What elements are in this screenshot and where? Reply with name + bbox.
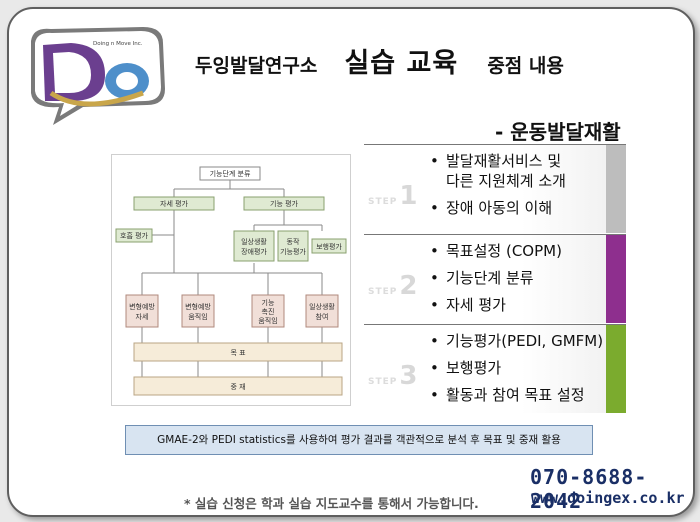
title-main: 실습 교육 (344, 48, 459, 79)
section-subtitle: - 운동발달재활 (495, 120, 621, 144)
step-3-color-bar (606, 325, 626, 413)
diagram-b2-1: 변형예방 (185, 302, 211, 311)
step-1-item-2: 장애 아동의 이해 (430, 198, 566, 218)
diagram-breath: 호흡 평가 (120, 231, 149, 240)
diagram-b4-1: 일상생활 (309, 302, 335, 311)
step-3-number: STEP3 (368, 361, 419, 391)
diagram-goal: 목 표 (230, 349, 246, 357)
phone-number[interactable]: 070-8688-2042 (530, 465, 648, 513)
summary-box: GMAE-2와 PEDI statistics를 사용하여 평가 결과를 객관적… (125, 425, 593, 455)
step-1-color-bar (606, 145, 626, 233)
logo-small-text: Doing n Move Inc. (93, 41, 143, 47)
title-suffix: 중점 내용 (487, 55, 564, 77)
diagram-b3-2: 촉진 (262, 307, 275, 316)
diagram-b3-3: 움직임 (258, 316, 277, 325)
diagram-gait: 보행평가 (316, 242, 342, 251)
diagram-motion-2: 기능평가 (280, 247, 306, 256)
slide-frame: Doing n Move Inc. 두잉발달연구소 실습 교육 중점 내용 - … (7, 7, 695, 517)
steps-panel: STEP1 발달재활서비스 및 다른 지원체계 소개 장애 아동의 이해 STE… (364, 144, 626, 414)
diagram-motion-1: 동작 (287, 237, 300, 246)
company-logo: Doing n Move Inc. (23, 23, 173, 129)
diagram-root: 기능단계 분류 (210, 169, 251, 178)
website-link[interactable]: www.doingex.co.kr (531, 489, 685, 507)
step-2-item-3: 자세 평가 (430, 295, 562, 315)
diagram-b1-2: 자세 (136, 312, 149, 321)
diagram-function: 기능 평가 (270, 199, 299, 208)
diagram-daily-1: 일상생활 (241, 237, 267, 246)
page-title: 두잉발달연구소 실습 교육 중점 내용 (195, 41, 564, 80)
step-3-item-1: 기능평가(PEDI, GMFM) (430, 331, 603, 351)
step-1: STEP1 발달재활서비스 및 다른 지원체계 소개 장애 아동의 이해 (364, 144, 626, 233)
step-3: STEP3 기능평가(PEDI, GMFM) 보행평가 활동과 참여 목표 설정 (364, 324, 626, 413)
diagram-b3-1: 기능 (262, 298, 275, 307)
diagram-b2-2: 움직임 (188, 312, 207, 321)
diagram-intervention: 중 재 (230, 383, 245, 391)
step-2: STEP2 목표설정 (COPM) 기능단계 분류 자세 평가 (364, 234, 626, 323)
diagram-b4-2: 참여 (316, 312, 329, 321)
diagram-b1-1: 변형예방 (129, 302, 155, 311)
step-2-item-2: 기능단계 분류 (430, 268, 562, 288)
assessment-flow-diagram: 기능단계 분류 자세 평가 기능 평가 호흡 평가 일상생활 장애평가 동작 기… (111, 154, 351, 406)
step-3-item-2: 보행평가 (430, 358, 603, 378)
step-2-item-1: 목표설정 (COPM) (430, 241, 562, 261)
diagram-posture: 자세 평가 (160, 199, 189, 208)
step-1-item-1: 발달재활서비스 및 다른 지원체계 소개 (430, 151, 566, 191)
step-3-item-3: 활동과 참여 목표 설정 (430, 385, 603, 405)
diagram-daily-2: 장애평가 (241, 247, 267, 256)
step-2-number: STEP2 (368, 271, 419, 301)
title-org: 두잉발달연구소 (195, 55, 318, 77)
step-1-number: STEP1 (368, 181, 419, 211)
step-2-color-bar (606, 235, 626, 323)
footnote: * 실습 신청은 학과 실습 지도교수를 통해서 가능합니다. (184, 496, 479, 511)
